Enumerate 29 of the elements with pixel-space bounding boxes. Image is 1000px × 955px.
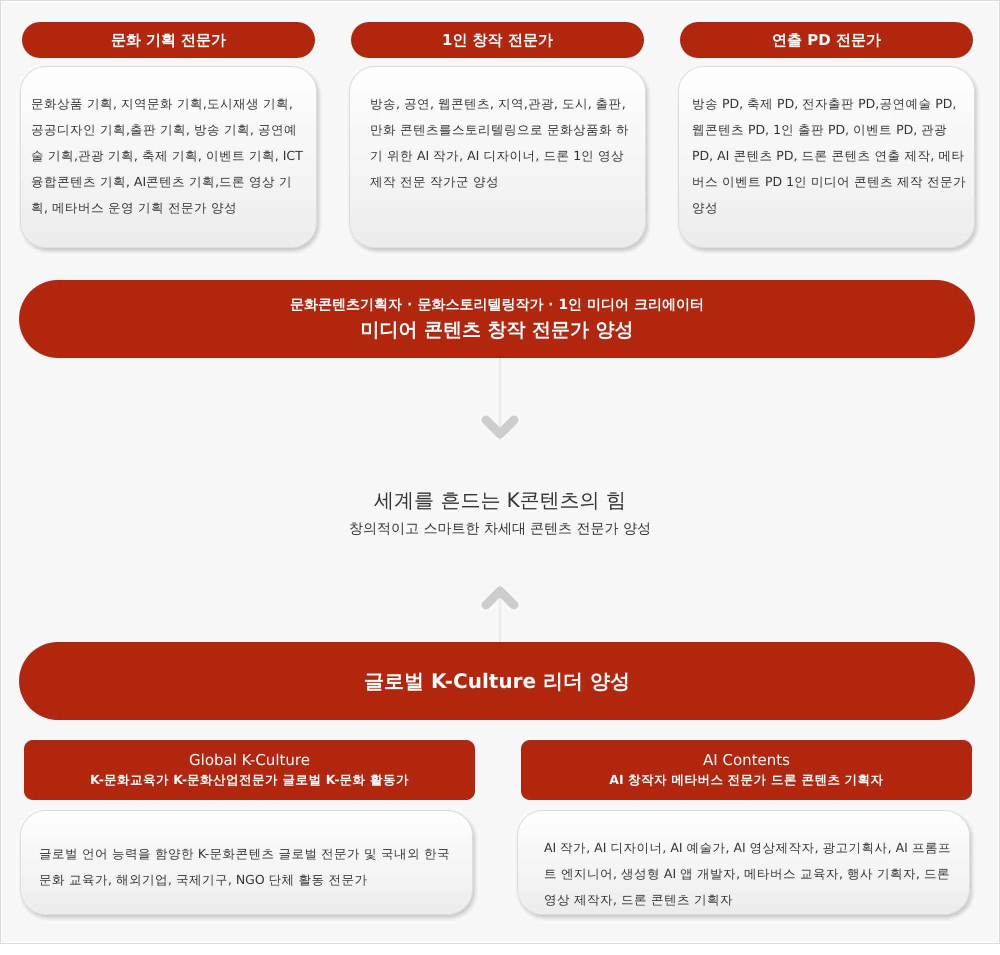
subheading: 창의적이고 스마트한 차세대 콘텐츠 전문가 양성 — [348, 520, 652, 538]
description-card — [349, 66, 646, 248]
label-text: 글로벌 K-Culture 리더 양성 — [364, 668, 630, 694]
subheading: 미디어 콘텐츠 창작 전문가 양성 — [360, 318, 634, 343]
heading: AI Contents — [703, 750, 790, 770]
label-text: 문화상품 기획, 지역문화 기획,도시재생 기획, 공공디자인 기획,출판 기획, 방송 기획, 공연예술 기획,관광 기획, 축제 기획, 이벤트 기획, ICT융합콘텐츠 기획, AI콘텐츠 기획,드론 영상 기획, 메타버스 운영 기획 전문가 양성 — [31, 95, 304, 217]
label-text: 문화 기획 전문가 — [110, 30, 226, 50]
description-card — [678, 66, 975, 248]
label-text: 연출 PD 전문가 — [772, 30, 881, 50]
label-text: 글로벌 언어 능력을 함양한 K-문화콘텐츠 글로벌 전문가 및 국내외 한국문화 교육가, 해외기업, 국제기구, NGO 단체 활동 전문가 — [39, 845, 452, 889]
subheading: AI 창작자 메타버스 전문가 드론 콘텐츠 기획자 — [609, 771, 884, 789]
description-card — [20, 810, 473, 915]
label-text: 방송 PD, 축제 PD, 전자출판 PD,공연예술 PD, 웹콘텐츠 PD, 1인 출판 PD, 이벤트 PD, 관광 PD, AI 콘텐츠 PD, 드론 콘텐츠 연출 제작, 메타버스 이벤트 PD 1인 미디어 콘텐츠 제작 전문가 양성 — [692, 95, 966, 217]
title-box — [24, 740, 475, 800]
label-text: 1인 창작 전문가 — [442, 30, 553, 50]
description-card — [517, 810, 970, 915]
title-pill — [351, 22, 644, 58]
subheading: K-문화교육가 K-문화산업전문가 글로벌 K-문화 활동가 — [90, 771, 409, 789]
heading: Global K-Culture — [189, 750, 310, 770]
title-box — [521, 740, 972, 800]
description-card — [20, 66, 317, 248]
chevron-arrow — [482, 358, 518, 440]
chevron-arrow — [482, 584, 518, 642]
heading: 세계를 흔드는 K콘텐츠의 힘 — [374, 486, 626, 514]
label-text: AI 작가, AI 디자이너, AI 예술가, AI 영상제작자, 광고기획사, AI 프롬프트 엔지니어, 생성형 AI 앱 개발자, 메타버스 교육자, 행사 기획자, 드론 영상 제작자, 드론 콘텐츠 기획자 — [544, 839, 952, 909]
label-text: 방송, 공연, 웹콘텐츠, 지역,관광, 도시, 출판, 만화 콘텐츠를스토리텔링으로 문화상품화 하기 위한 AI 작가, AI 디자이너, 드론 1인 영상 제작 전문 작가군 양성 — [370, 95, 630, 191]
title-pill — [680, 22, 973, 58]
heading: 문화콘텐츠기획자 · 문화스토리텔링작가 · 1인 미디어 크리에이터 — [290, 296, 704, 315]
title-pill — [22, 22, 315, 58]
